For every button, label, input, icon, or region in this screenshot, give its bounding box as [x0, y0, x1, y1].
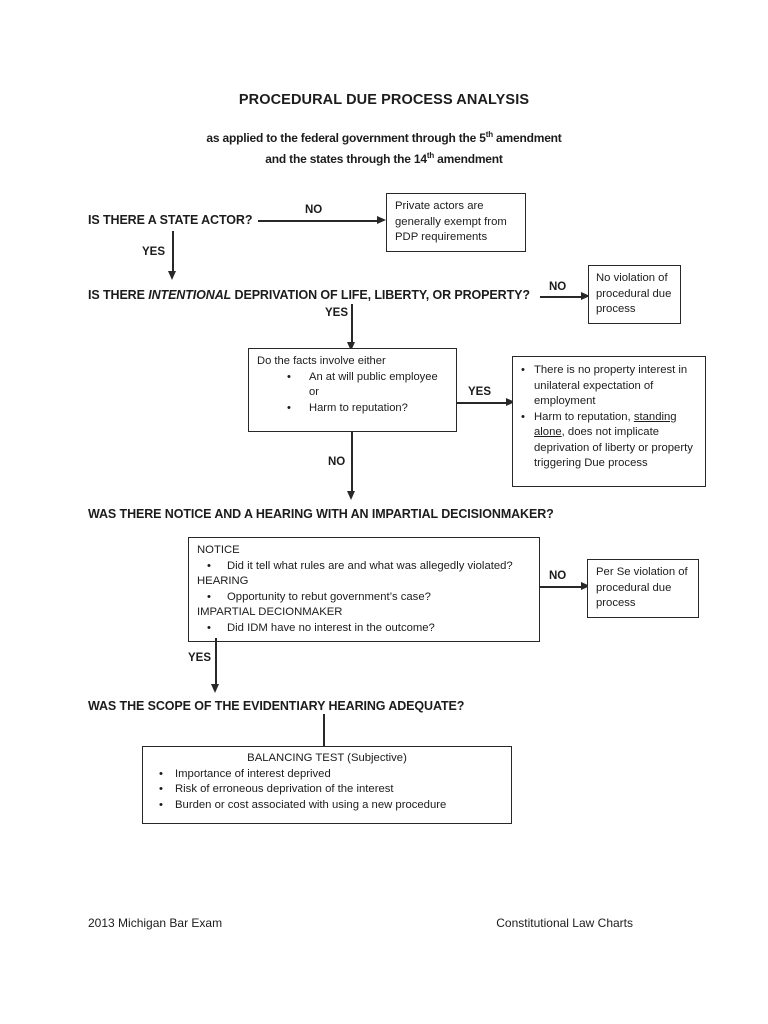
box-property-bullet1: There is no property interest in unilate… [534, 364, 688, 407]
box-no-violation: No violation of procedural due process [588, 265, 681, 324]
bullet-icon [207, 559, 227, 575]
box-property-interest: There is no property interest in unilate… [512, 356, 706, 487]
notice-bullet: Did it tell what rules are and what was … [227, 559, 513, 572]
arrowhead-q2-yes-icon [347, 342, 355, 351]
question-notice-hearing: WAS THERE NOTICE AND A HEARING WITH AN I… [88, 507, 554, 521]
question-deprivation-post: DEPRIVATION OF LIFE, LIBERTY, OR PROPERT… [231, 288, 530, 302]
list-item: Did IDM have no interest in the outcome? [207, 621, 531, 637]
balancing-title: BALANCING TEST (Subjective) [247, 752, 407, 764]
bullet-icon [521, 363, 534, 410]
question-deprivation-pre: IS THERE [88, 288, 149, 302]
edge-label-facts-yes: YES [468, 386, 492, 398]
list-item: There is no property interest in unilate… [521, 363, 699, 410]
box-property-bullet2: Harm to reputation, standing alone, does… [534, 410, 699, 472]
edge-label-q1-no: NO [305, 204, 323, 216]
question-deprivation-italic: INTENTIONAL [148, 288, 232, 302]
list-item: Did it tell what rules are and what was … [207, 559, 531, 575]
balancing-bullet-3: Burden or cost associated with using a n… [175, 798, 447, 811]
question-state-actor: IS THERE A STATE ACTOR? [88, 213, 253, 227]
connector-q1-yes-line [172, 231, 174, 274]
connector-facts-no-line [351, 431, 353, 494]
question-deprivation: IS THERE INTENTIONAL DEPRIVATION OF LIFE… [88, 288, 530, 302]
subtitle-2-sup: th [426, 151, 435, 160]
list-item: An at will public employee or [287, 370, 448, 401]
edge-label-q2-yes: YES [325, 307, 349, 319]
box-balancing-test: BALANCING TEST (Subjective) Importance o… [142, 746, 512, 824]
hearing-bullet: Opportunity to rebut government’s case? [227, 590, 431, 603]
arrowhead-facts-yes-icon [506, 398, 515, 406]
arrowhead-notice-no-icon [581, 582, 590, 590]
subtitle-1-sup: th [485, 130, 493, 139]
arrowhead-notice-yes-icon [211, 684, 219, 693]
arrowhead-q1-no-icon [377, 216, 386, 224]
question-scope: WAS THE SCOPE OF THE EVIDENTIARY HEARING… [88, 699, 465, 713]
box-facts-bullet1: An at will public employee or [309, 370, 438, 401]
connector-notice-yes-line [215, 638, 217, 687]
bullet-icon [521, 410, 534, 472]
hearing-heading: HEARING [197, 575, 249, 587]
box-facts-bullet1-line2: or [309, 386, 319, 398]
edge-label-q2-no: NO [549, 281, 567, 293]
connector-q2-yes-line [351, 304, 353, 345]
subtitle: as applied to the federal government thr… [0, 126, 768, 168]
box-facts: Do the facts involve either An at will p… [248, 348, 457, 432]
arrowhead-facts-no-icon [347, 491, 355, 500]
bullet-icon [287, 370, 309, 401]
box-property-bullet2-post: , does not implicate deprivation of libe… [534, 426, 693, 469]
box-property-bullet2-underline: standing alone [534, 410, 677, 439]
edge-label-notice-yes: YES [188, 652, 212, 664]
connector-q2-no-line [540, 296, 584, 298]
arrowhead-q1-yes-icon [168, 271, 176, 280]
list-item: Harm to reputation? [287, 401, 448, 417]
bullet-icon [159, 767, 175, 783]
list-item: Risk of erroneous deprivation of the int… [159, 782, 503, 798]
bullet-icon [159, 782, 175, 798]
box-facts-bullet2: Harm to reputation? [309, 401, 408, 414]
page-title: PROCEDURAL DUE PROCESS ANALYSIS [238, 92, 530, 108]
subtitle-line-2: and the states through the 14th amendmen… [0, 147, 768, 168]
connector-facts-yes-line [457, 402, 509, 404]
box-per-se-violation: Per Se violation of procedural due proce… [587, 559, 699, 618]
bullet-icon [287, 401, 309, 417]
impartial-heading: IMPARTIAL DECIONMAKER [197, 606, 343, 618]
notice-heading: NOTICE [197, 544, 240, 556]
subtitle-1-pre: as applied to the federal government thr… [206, 131, 486, 145]
box-facts-bullet1-line1: An at will public employee [309, 370, 438, 383]
subtitle-line-1: as applied to the federal government thr… [0, 126, 768, 147]
subtitle-2-post: amendment [434, 152, 503, 166]
balancing-bullet-2: Risk of erroneous deprivation of the int… [175, 783, 394, 795]
list-item: Harm to reputation, standing alone, does… [521, 410, 699, 472]
box-notice-detail: NOTICE Did it tell what rules are and wh… [188, 537, 540, 642]
box-facts-intro: Do the facts involve either [257, 355, 386, 367]
list-item: Importance of interest deprived [159, 767, 503, 783]
box-private-actors: Private actors are generally exempt from… [386, 193, 526, 252]
balancing-bullet-1: Importance of interest deprived [175, 767, 331, 780]
bullet-icon [159, 798, 175, 814]
edge-label-facts-no: NO [328, 456, 346, 468]
edge-label-q1-yes: YES [142, 246, 166, 258]
subtitle-2-pre: and the states through the 14 [265, 152, 427, 166]
list-item: Burden or cost associated with using a n… [159, 798, 503, 814]
arrowhead-q2-no-icon [581, 292, 590, 300]
subtitle-1-post: amendment [492, 131, 562, 145]
edge-label-notice-no: NO [549, 570, 567, 582]
box-property-bullet2-pre: Harm to reputation, [534, 410, 634, 423]
box-facts-bullets: An at will public employee or Harm to rep… [287, 370, 448, 417]
connector-notice-no-line [540, 586, 584, 588]
impartial-bullet: Did IDM have no interest in the outcome? [227, 621, 435, 634]
footer-category: Constitutional Law Charts [496, 916, 633, 930]
list-item: Opportunity to rebut government’s case? [207, 590, 531, 606]
bullet-icon [207, 621, 227, 637]
connector-q1-no-line [258, 220, 380, 222]
bullet-icon [207, 590, 227, 606]
connector-scope-line [323, 714, 325, 746]
footer-source: 2013 Michigan Bar Exam [88, 916, 223, 930]
